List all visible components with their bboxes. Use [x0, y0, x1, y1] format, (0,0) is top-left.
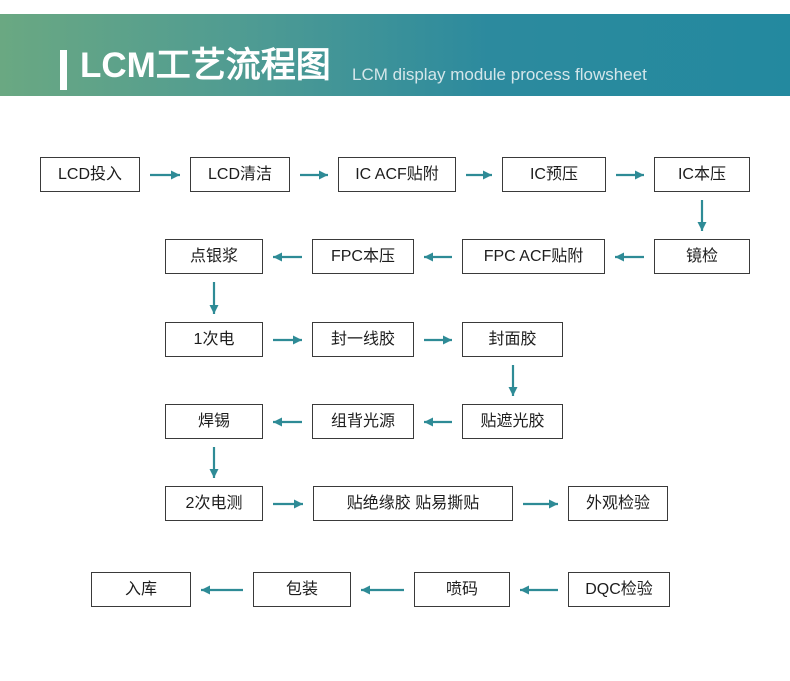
- page-header-banner: LCM工艺流程图 LCM display module process flow…: [0, 14, 790, 96]
- flow-node-label: 外观检验: [585, 494, 650, 512]
- flow-node[interactable]: 焊锡: [165, 404, 263, 439]
- flow-node-label: 包装: [285, 580, 318, 598]
- flow-node[interactable]: FPC本压: [312, 239, 414, 274]
- flow-arrow: [263, 492, 313, 516]
- flow-node-label: 贴绝缘胶 贴易撕贴: [346, 494, 480, 512]
- flow-node-label: IC本压: [677, 165, 726, 183]
- flow-arrow: [513, 492, 568, 516]
- flow-node-label: IC ACF贴附: [355, 165, 439, 183]
- flow-arrow: [202, 439, 226, 486]
- flow-node[interactable]: 外观检验: [568, 486, 668, 521]
- process-flowchart: LCD投入 LCD清洁 IC ACF贴附 IC预压 IC本压镜检 FPC ACF贴附 FPC…: [0, 96, 790, 681]
- flow-arrow: [290, 163, 338, 187]
- flow-arrow: [351, 578, 414, 602]
- flow-node[interactable]: LCD投入: [40, 157, 140, 192]
- flow-node-label: LCD清洁: [207, 165, 272, 183]
- flow-node[interactable]: 2次电测: [165, 486, 263, 521]
- flow-arrow: [510, 578, 568, 602]
- flow-node[interactable]: IC预压: [502, 157, 606, 192]
- flow-arrow: [414, 328, 462, 352]
- flow-arrow: [202, 274, 226, 322]
- flow-node[interactable]: 喷码: [414, 572, 510, 607]
- flow-arrow: [263, 410, 312, 434]
- flow-arrow: [456, 163, 502, 187]
- flow-node-label: FPC本压: [330, 247, 395, 265]
- flow-node-label: LCD投入: [57, 165, 122, 183]
- flow-arrow: [414, 410, 462, 434]
- flow-arrow: [191, 578, 253, 602]
- flow-node-label: FPC ACF贴附: [483, 247, 584, 265]
- flow-arrow: [605, 245, 654, 269]
- flow-node[interactable]: 1次电: [165, 322, 263, 357]
- flow-node-label: 焊锡: [197, 412, 230, 430]
- flow-arrow: [263, 328, 312, 352]
- flow-arrow: [140, 163, 190, 187]
- flow-node-label: DQC检验: [585, 580, 653, 598]
- flow-node[interactable]: 封一线胶: [312, 322, 414, 357]
- flow-node[interactable]: IC本压: [654, 157, 750, 192]
- page-title: LCM工艺流程图: [80, 46, 331, 85]
- flow-arrow: [263, 245, 312, 269]
- flow-node-label: 封面胶: [488, 330, 537, 348]
- flow-arrow: [414, 245, 462, 269]
- flow-node-label: 组背光源: [330, 412, 395, 430]
- flow-node-label: 2次电测: [185, 494, 243, 512]
- flow-node[interactable]: LCD清洁: [190, 157, 290, 192]
- flow-node[interactable]: 入库: [91, 572, 191, 607]
- page-subtitle: LCM display module process flowsheet: [352, 65, 647, 84]
- flow-node-label: 入库: [124, 580, 157, 598]
- flow-node-label: 1次电: [193, 330, 235, 348]
- flow-node[interactable]: 封面胶: [462, 322, 563, 357]
- flow-node[interactable]: IC ACF贴附: [338, 157, 456, 192]
- flow-node[interactable]: 包装: [253, 572, 351, 607]
- flow-node[interactable]: FPC ACF贴附: [462, 239, 605, 274]
- flow-node-label: IC预压: [529, 165, 578, 183]
- flow-node[interactable]: 点银浆: [165, 239, 263, 274]
- flow-node[interactable]: 贴遮光胶: [462, 404, 563, 439]
- flow-node-label: 封一线胶: [330, 330, 395, 348]
- flow-arrow: [690, 192, 714, 239]
- flow-node-label: 贴遮光胶: [480, 412, 545, 430]
- header-accent-bar: [60, 50, 67, 90]
- flow-node-label: 镜检: [685, 247, 718, 265]
- flow-node[interactable]: 贴绝缘胶 贴易撕贴: [313, 486, 513, 521]
- flow-node[interactable]: 镜检: [654, 239, 750, 274]
- flow-node-label: 点银浆: [189, 247, 238, 265]
- flow-node[interactable]: 组背光源: [312, 404, 414, 439]
- flow-arrow: [501, 357, 525, 404]
- flow-node-label: 喷码: [445, 580, 478, 598]
- flow-arrow: [606, 163, 654, 187]
- flow-node[interactable]: DQC检验: [568, 572, 670, 607]
